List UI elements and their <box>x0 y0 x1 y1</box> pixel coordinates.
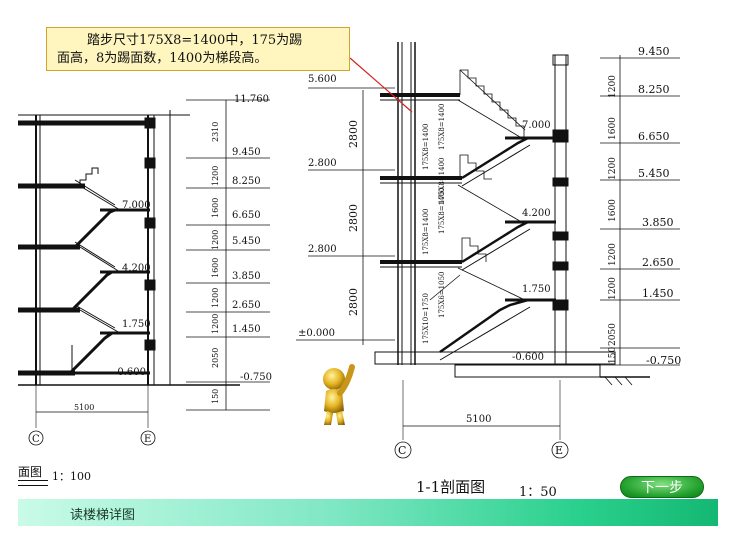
right-left-elev-label: 2.800 <box>308 244 337 255</box>
step-size-callout: 踏步尺寸175X8=1400中，175为踢 面高，8为踢面数，1400为梯段高。 <box>46 27 350 71</box>
left-dim-labels: 2310 1200 1600 1200 1600 1200 1200 2050 … <box>32 122 220 445</box>
right-dim-label: 2050 <box>608 323 618 346</box>
left-width-dim: 5100 <box>74 403 94 412</box>
right-elev-label: 2.650 <box>642 256 674 269</box>
right-left-dim-label: 2800 <box>347 120 360 148</box>
right-dim-label: 1200 <box>608 75 618 98</box>
presenter-figure-icon <box>323 364 355 425</box>
right-left-elev-label: 5.600 <box>308 74 337 85</box>
bottom-bar-label: 读楼梯详图 <box>70 508 136 523</box>
landing-elev-label: 1.750 <box>522 284 551 295</box>
landing-elev-label: 4.200 <box>522 208 551 219</box>
callout-line-1: 踏步尺寸175X8=1400中，175为踢 <box>87 33 303 48</box>
left-elev-label: 1.750 <box>122 319 151 330</box>
left-elev-label: 5.450 <box>232 236 261 247</box>
right-axis-c: C <box>398 444 406 457</box>
left-elevation-labels: 11.760 9.450 8.250 7.000 6.650 5.450 4.2… <box>114 94 272 383</box>
bottom-title-bar: 读楼梯详图 <box>18 499 718 526</box>
right-width-labels: 5100 C E <box>398 414 563 457</box>
left-elev-label: 1.450 <box>232 324 261 335</box>
left-dim-label: 2310 <box>211 122 220 142</box>
flight-label: 175X8=1400 <box>422 209 430 255</box>
left-drawing-title: 面图 <box>18 465 43 479</box>
left-dim-label: 1200 <box>211 288 220 308</box>
flight-label: 175X8=1400 <box>438 188 446 234</box>
callout-line-2: 面高，8为踢面数，1400为梯段高。 <box>57 51 268 66</box>
right-dim-label: 1600 <box>608 117 618 140</box>
left-dim-label: 150 <box>211 389 220 404</box>
left-elev-label: 2.650 <box>232 300 261 311</box>
flight-label: 175X8=1400 <box>438 158 446 204</box>
left-dim-label: 1600 <box>211 258 220 278</box>
right-width-dim: 5100 <box>466 414 491 425</box>
landing-elev-label: 7.000 <box>522 120 551 131</box>
right-dim-label: 150 <box>608 347 618 364</box>
right-elev-label: -0.750 <box>646 354 681 367</box>
left-title-underline <box>18 480 48 486</box>
left-elev-label: 6.650 <box>232 210 261 221</box>
right-drawing-scale: 1：50 <box>519 485 557 500</box>
right-elev-label: 5.450 <box>638 167 670 180</box>
left-dim-label: 2050 <box>211 348 220 368</box>
right-left-elev-label: 2.800 <box>308 158 337 169</box>
left-elev-label: 3.850 <box>232 271 261 282</box>
right-elev-label: 8.250 <box>638 83 670 96</box>
right-dim-labels: 1200 1600 1200 1600 1200 1200 2050 150 2… <box>347 75 618 364</box>
left-elev-label: -0.600 <box>114 367 146 378</box>
right-elev-label: 1.450 <box>642 287 674 300</box>
left-axis-e: E <box>144 434 151 445</box>
left-elev-label: 7.000 <box>122 200 151 211</box>
right-elev-label: 9.450 <box>638 45 670 58</box>
left-elev-label: 4.200 <box>122 263 151 274</box>
right-elevation-labels: 9.450 8.250 6.650 5.450 3.850 2.650 1.45… <box>298 45 681 367</box>
right-dim-label: 1200 <box>608 243 618 266</box>
right-dim-label: 1600 <box>608 199 618 222</box>
left-elev-label: 8.250 <box>232 176 261 187</box>
left-dim-label: 1600 <box>211 198 220 218</box>
left-axis-c: C <box>32 434 40 445</box>
right-drawing-title: 1-1剖面图 <box>416 478 486 496</box>
right-left-dim-label: 2800 <box>347 288 360 316</box>
left-section-drawing <box>18 99 270 446</box>
landing-elev-label: -0.600 <box>512 352 544 363</box>
left-dim-label: 1200 <box>211 314 220 334</box>
right-axis-e: E <box>555 444 563 457</box>
left-elev-label: 9.450 <box>232 147 261 158</box>
flight-label: 175X6=1050 <box>438 272 446 318</box>
left-drawing-scale: 1：100 <box>52 470 91 483</box>
right-dim-label: 1200 <box>608 277 618 300</box>
flight-label: 175X8=1400 <box>422 124 430 170</box>
flight-labels: 175X8=1400 175X8=1400 175X8=1400 175X8=1… <box>422 104 446 344</box>
left-dim-label: 1200 <box>211 166 220 186</box>
flight-label: 175X10=1750 <box>422 293 430 344</box>
left-elev-label: -0.750 <box>240 372 272 383</box>
right-elev-label: 6.650 <box>638 130 670 143</box>
left-elev-label: 11.760 <box>234 94 269 105</box>
right-left-dim-label: 2800 <box>347 204 360 232</box>
flight-label: 175X8=1400 <box>438 104 446 150</box>
right-elev-label: 3.850 <box>642 216 674 229</box>
right-section-drawing <box>296 42 680 459</box>
right-dim-label: 1200 <box>608 157 618 180</box>
right-left-elev-label: ±0.000 <box>298 328 335 339</box>
left-dim-label: 1200 <box>211 230 220 250</box>
next-step-button[interactable]: 下一步 <box>620 476 704 498</box>
